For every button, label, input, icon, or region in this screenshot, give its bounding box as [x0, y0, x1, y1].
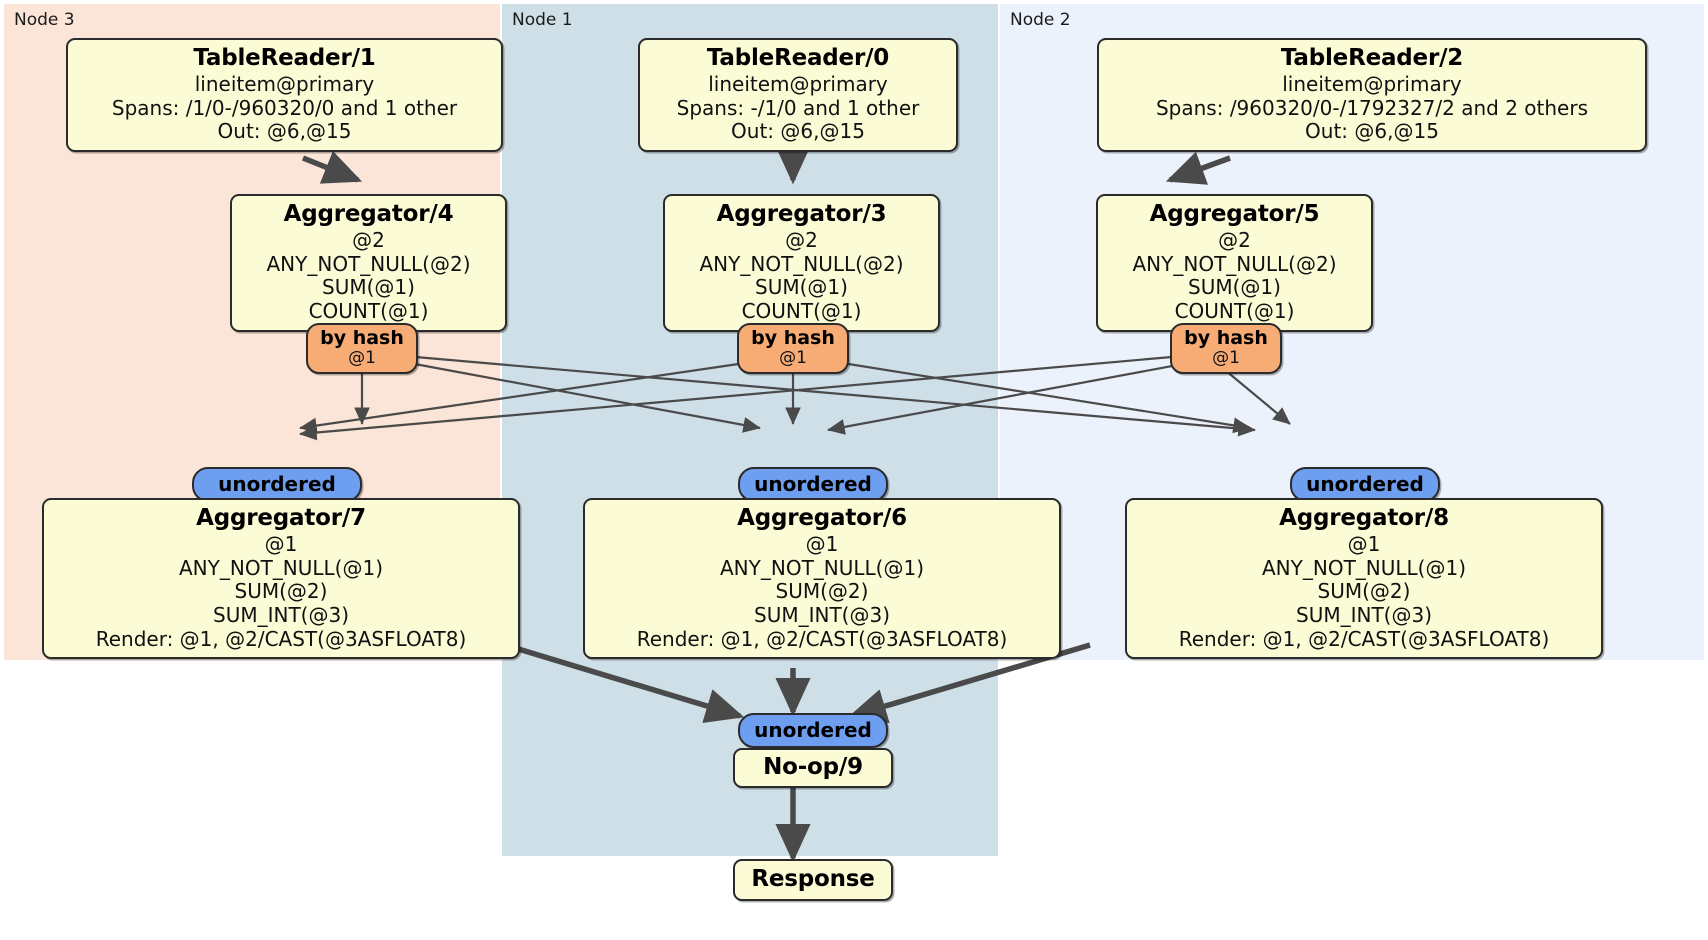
processor-title: Aggregator/6 — [737, 505, 907, 531]
hash-router-column: @1 — [348, 348, 376, 369]
processor-detail-agg-0: ANY_NOT_NULL(@1) — [720, 555, 924, 580]
processor-title: Response — [751, 866, 875, 893]
processor-detail-agg-2: SUM_INT(@3) — [754, 602, 890, 627]
processor-detail-agg-2: SUM_INT(@3) — [1296, 602, 1432, 627]
processor-detail-out: Out: @6,@15 — [731, 119, 865, 144]
processor-detail-agg-0: ANY_NOT_NULL(@1) — [1262, 555, 1466, 580]
unordered-synchronizer-mid[interactable]: unordered — [738, 467, 888, 502]
processor-detail-agg-1: SUM(@2) — [1317, 579, 1411, 604]
processor-table-reader-1[interactable]: TableReader/1 lineitem@primary Spans: /1… — [66, 38, 503, 152]
processor-detail-agg-0: ANY_NOT_NULL(@2) — [699, 251, 904, 276]
unordered-label: unordered — [754, 472, 872, 497]
processor-detail-table: lineitem@primary — [708, 72, 888, 97]
processor-title: Aggregator/3 — [716, 201, 887, 227]
processor-table-reader-2[interactable]: TableReader/2 lineitem@primary Spans: /9… — [1097, 38, 1647, 152]
processor-detail-spans: Spans: -/1/0 and 1 other — [676, 95, 920, 120]
processor-aggregator-8[interactable]: Aggregator/8 @1 ANY_NOT_NULL(@1) SUM(@2)… — [1125, 498, 1603, 660]
unordered-synchronizer-left[interactable]: unordered — [192, 467, 362, 502]
hash-router-mid[interactable]: by hash @1 — [737, 323, 849, 375]
processor-title: TableReader/1 — [193, 45, 376, 71]
hash-router-label: by hash — [751, 327, 835, 349]
processor-detail-spans: Spans: /960320/0-/1792327/2 and 2 others — [1155, 95, 1588, 120]
hash-router-left[interactable]: by hash @1 — [306, 323, 418, 375]
processor-detail-agg-2: COUNT(@1) — [308, 298, 429, 323]
hash-router-right[interactable]: by hash @1 — [1170, 323, 1282, 375]
unordered-synchronizer-right[interactable]: unordered — [1290, 467, 1440, 502]
processor-detail-render: Render: @1, @2/CAST(@3ASFLOAT8) — [1178, 626, 1550, 651]
processor-detail-agg-1: SUM(@2) — [775, 579, 869, 604]
processor-aggregator-6[interactable]: Aggregator/6 @1 ANY_NOT_NULL(@1) SUM(@2)… — [583, 498, 1061, 660]
processor-detail-render: Render: @1, @2/CAST(@3ASFLOAT8) — [636, 626, 1008, 651]
hash-router-label: by hash — [320, 327, 404, 349]
processor-table-reader-0[interactable]: TableReader/0 lineitem@primary Spans: -/… — [638, 38, 958, 152]
node-panel-label: Node 2 — [1010, 10, 1071, 30]
unordered-synchronizer-final[interactable]: unordered — [738, 713, 888, 748]
node-panel-label: Node 3 — [14, 10, 75, 30]
unordered-label: unordered — [1306, 472, 1424, 497]
processor-detail-agg-0: ANY_NOT_NULL(@2) — [266, 251, 471, 276]
processor-detail-agg-2: SUM_INT(@3) — [213, 602, 349, 627]
processor-detail-spans: Spans: /1/0-/960320/0 and 1 other — [111, 95, 458, 120]
processor-detail-group: @2 — [352, 228, 385, 253]
processor-detail-agg-1: SUM(@1) — [322, 275, 415, 300]
processor-detail-group: @1 — [264, 532, 298, 557]
processor-title: Aggregator/4 — [283, 201, 454, 227]
unordered-label: unordered — [218, 472, 336, 497]
processor-detail-table: lineitem@primary — [1282, 72, 1462, 97]
processor-detail-group: @2 — [1218, 228, 1251, 253]
processor-title: Aggregator/7 — [196, 505, 366, 531]
processor-aggregator-7[interactable]: Aggregator/7 @1 ANY_NOT_NULL(@1) SUM(@2)… — [42, 498, 520, 660]
processor-detail-out: Out: @6,@15 — [217, 119, 352, 144]
processor-title: TableReader/0 — [706, 45, 890, 71]
processor-detail-table: lineitem@primary — [194, 72, 375, 97]
processor-detail-render: Render: @1, @2/CAST(@3ASFLOAT8) — [95, 626, 467, 651]
processor-detail-group: @2 — [785, 228, 818, 253]
processor-title: Aggregator/5 — [1149, 201, 1320, 227]
processor-aggregator-4[interactable]: Aggregator/4 @2 ANY_NOT_NULL(@2) SUM(@1)… — [230, 194, 507, 332]
hash-router-label: by hash — [1184, 327, 1268, 349]
processor-detail-agg-0: ANY_NOT_NULL(@2) — [1132, 251, 1337, 276]
processor-detail-out: Out: @6,@15 — [1305, 119, 1439, 144]
node-panel-label: Node 1 — [512, 10, 573, 30]
processor-aggregator-3[interactable]: Aggregator/3 @2 ANY_NOT_NULL(@2) SUM(@1)… — [663, 194, 940, 332]
processor-detail-agg-0: ANY_NOT_NULL(@1) — [179, 555, 383, 580]
processor-title: No-op/9 — [763, 754, 863, 781]
processor-aggregator-5[interactable]: Aggregator/5 @2 ANY_NOT_NULL(@2) SUM(@1)… — [1096, 194, 1373, 332]
processor-title: TableReader/2 — [1280, 45, 1464, 71]
processor-detail-agg-2: COUNT(@1) — [741, 298, 862, 323]
processor-detail-group: @1 — [805, 532, 839, 557]
hash-router-column: @1 — [779, 348, 807, 369]
unordered-label: unordered — [754, 718, 872, 743]
processor-detail-agg-1: SUM(@1) — [755, 275, 848, 300]
processor-detail-group: @1 — [1347, 532, 1381, 557]
processor-response[interactable]: Response — [733, 859, 893, 901]
processor-title: Aggregator/8 — [1279, 505, 1449, 531]
hash-router-column: @1 — [1212, 348, 1240, 369]
processor-detail-agg-2: COUNT(@1) — [1174, 298, 1295, 323]
processor-noop-9[interactable]: No-op/9 — [733, 748, 893, 788]
processor-detail-agg-1: SUM(@2) — [234, 579, 328, 604]
processor-detail-agg-1: SUM(@1) — [1188, 275, 1281, 300]
